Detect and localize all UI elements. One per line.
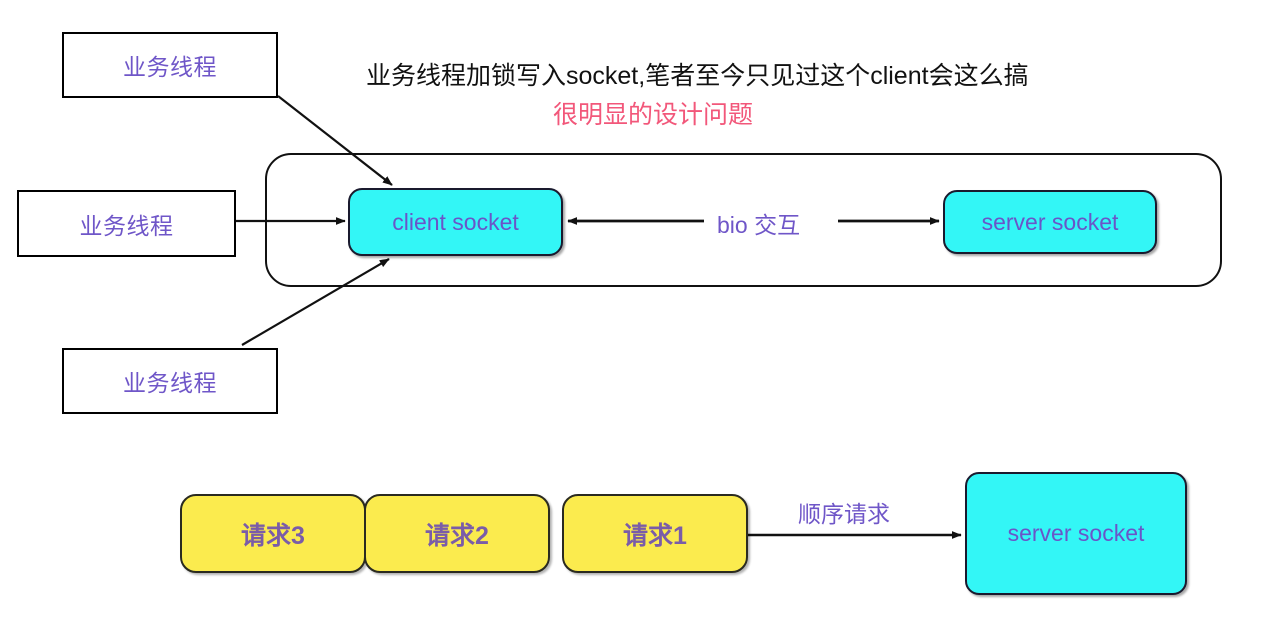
thread-box-3-label: 业务线程 (123, 370, 217, 396)
thread-box-2[interactable]: 业务线程 (17, 190, 236, 257)
diagram-title-line2: 很明显的设计问题 (553, 101, 754, 129)
server-socket-bottom-label: server socket (1007, 520, 1145, 546)
server-socket-top-label: server socket (981, 208, 1119, 235)
server-socket-node-bottom[interactable]: server socket (965, 472, 1187, 595)
bio-edge-label: bio 交互 (713, 206, 805, 240)
request-box-3-label: 请求3 (241, 521, 305, 550)
diagram-title-line1: 业务线程加锁写入socket,笔者至今只见过这个client会这么搞 (366, 62, 1029, 90)
request-box-2[interactable]: 请求2 (364, 494, 550, 573)
client-socket-node[interactable]: client socket (348, 188, 563, 256)
sequential-request-edge-label: 顺序请求 (798, 501, 890, 527)
request-box-1[interactable]: 请求1 (562, 494, 748, 573)
request-box-1-label: 请求1 (623, 521, 687, 550)
connector-thread1-to-client (277, 95, 393, 186)
request-box-3[interactable]: 请求3 (180, 494, 366, 573)
client-socket-label: client socket (392, 208, 519, 235)
thread-box-3[interactable]: 业务线程 (62, 348, 278, 414)
socket-group-container (265, 153, 1222, 287)
thread-box-1[interactable]: 业务线程 (62, 32, 278, 98)
server-socket-node-top[interactable]: server socket (943, 190, 1157, 254)
thread-box-2-label: 业务线程 (79, 212, 174, 239)
request-box-2-label: 请求2 (425, 521, 489, 550)
connector-thread3-to-client (241, 258, 390, 346)
thread-box-1-label: 业务线程 (123, 54, 217, 80)
